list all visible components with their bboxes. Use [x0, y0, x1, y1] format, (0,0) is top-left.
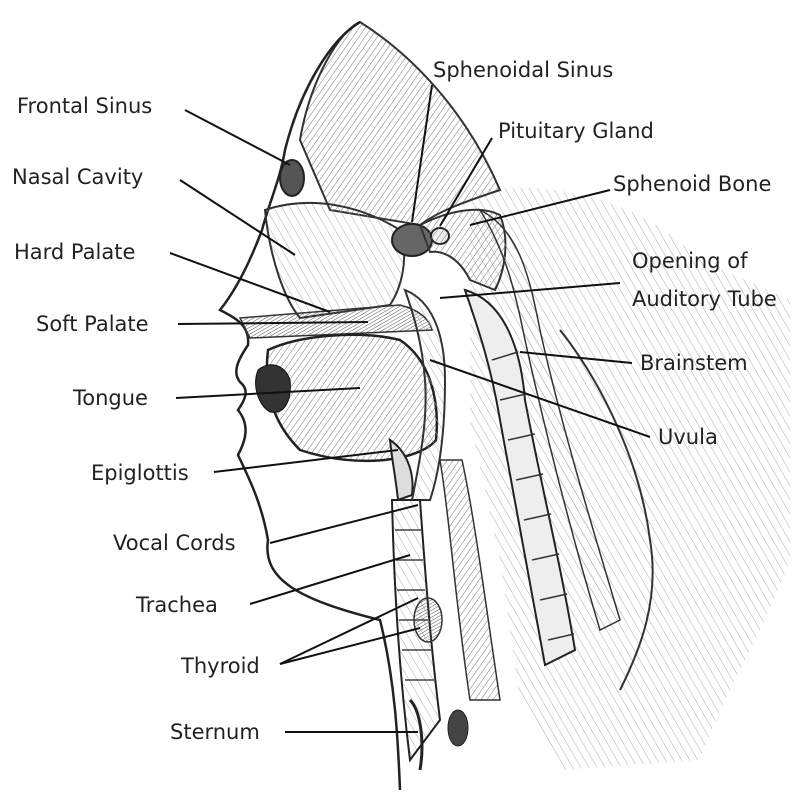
label-tongue: Tongue [73, 386, 148, 410]
label-brainstem: Brainstem [640, 351, 748, 375]
thyroid-shape [414, 598, 442, 642]
label-vocal-cords: Vocal Cords [113, 531, 236, 555]
label-sphenoidal-sinus: Sphenoidal Sinus [433, 58, 613, 82]
leader-frontal-sinus [185, 110, 290, 165]
label-sternum: Sternum [170, 720, 260, 744]
label-thyroid: Thyroid [181, 654, 260, 678]
label-trachea: Trachea [136, 593, 218, 617]
frontal-sinus-shape [280, 160, 304, 196]
label-uvula: Uvula [658, 425, 718, 449]
nasal-cavity-shape [265, 203, 404, 318]
sternum-shape [448, 710, 468, 746]
tongue-shape [267, 335, 437, 461]
label-sphenoid-bone: Sphenoid Bone [613, 172, 771, 196]
leader-trachea [250, 555, 410, 604]
label-auditory-tube-line1: Opening of [632, 249, 747, 273]
label-hard-palate: Hard Palate [14, 240, 135, 264]
label-soft-palate: Soft Palate [36, 312, 149, 336]
label-auditory-tube-line2: Auditory Tube [632, 287, 777, 311]
label-pituitary-gland: Pituitary Gland [498, 119, 654, 143]
label-frontal-sinus: Frontal Sinus [17, 94, 152, 118]
mouth-shape [256, 365, 291, 413]
label-epiglottis: Epiglottis [91, 461, 189, 485]
label-nasal-cavity: Nasal Cavity [12, 165, 143, 189]
